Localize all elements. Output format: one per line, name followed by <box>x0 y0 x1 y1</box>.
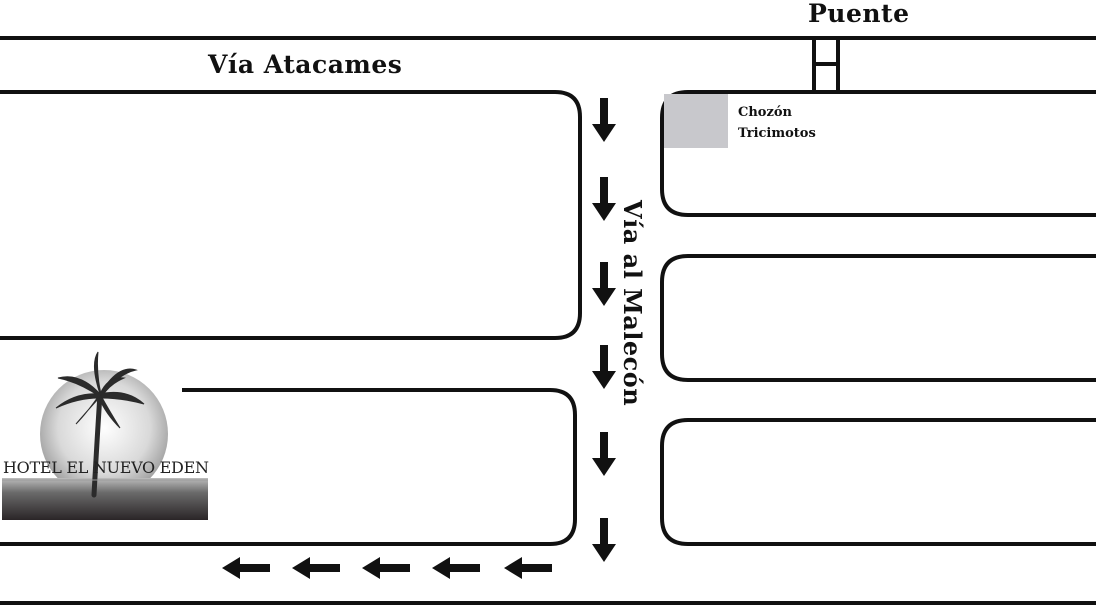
block-right-1 <box>660 90 1096 217</box>
hotel-logo <box>2 351 208 520</box>
blocks <box>0 90 1096 546</box>
arrows-down <box>592 98 616 562</box>
arrow-left-icon <box>292 557 340 579</box>
hotel-name: HOTEL EL NUEVO EDEN <box>3 458 209 477</box>
arrow-left-icon <box>504 557 552 579</box>
poi-label: Chozón Tricimotos <box>738 102 816 144</box>
poi-label-line1: Chozón <box>738 105 792 120</box>
arrow-down-icon <box>592 432 616 476</box>
block-left-bottom <box>0 388 577 546</box>
arrow-left-icon <box>222 557 270 579</box>
block-left-top <box>0 90 582 340</box>
arrows-left <box>222 557 552 579</box>
logo-ground-icon <box>2 478 208 520</box>
poi-label-line2: Tricimotos <box>738 126 816 141</box>
block-right-2 <box>660 254 1096 382</box>
arrow-down-icon <box>592 518 616 562</box>
palm-tree-icon <box>55 351 145 498</box>
poi-marker <box>664 94 728 148</box>
bridge-label: Puente <box>808 0 910 28</box>
arrow-left-icon <box>432 557 480 579</box>
arrow-down-icon <box>592 177 616 221</box>
arrow-down-icon <box>592 98 616 142</box>
arrow-down-icon <box>592 262 616 306</box>
road-label-via-malecon: Vía al Malecón <box>618 200 647 407</box>
road-edges <box>0 36 1096 605</box>
arrow-left-icon <box>362 557 410 579</box>
block-right-3 <box>660 418 1096 546</box>
bridge-icon <box>812 38 840 92</box>
road-label-via-atacames: Vía Atacames <box>208 50 403 79</box>
arrow-down-icon <box>592 345 616 389</box>
